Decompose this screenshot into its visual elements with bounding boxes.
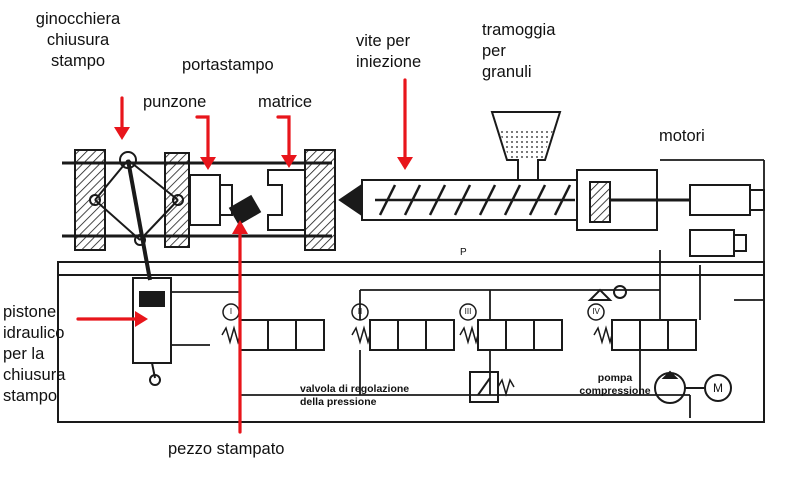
- label-valvola-line1: valvola di regolazione: [300, 383, 410, 395]
- piston: [139, 291, 165, 307]
- label-vite-line1: vite per: [356, 32, 411, 50]
- label-valvola-line2: della pressione: [300, 396, 377, 408]
- label-pistone: pistone idraulico per la chiusura stampo: [3, 302, 65, 407]
- label-ginocchiera-line1: ginocchiera: [35, 10, 121, 28]
- label-pompa-line1: pompa: [597, 372, 633, 384]
- label-pistone-line2: idraulico: [3, 324, 65, 342]
- label-pompa: pompa compressione: [575, 372, 655, 398]
- label-tramoggia: tramoggia per granuli: [482, 20, 555, 83]
- valve-III-bodies: [477, 319, 563, 351]
- arrow-matrice: [276, 115, 291, 160]
- callout-arrowheads: [114, 127, 413, 327]
- molded-piece: [228, 194, 262, 226]
- label-pistone-line1: pistone: [3, 303, 57, 321]
- toggle-linkage: [89, 151, 184, 281]
- valve-numeral-III: III: [464, 307, 472, 316]
- label-vite-line2: iniezione: [356, 53, 422, 71]
- label-motori: motori: [659, 127, 705, 145]
- screw-flights: [375, 184, 575, 216]
- label-pistone-line5: stampo: [3, 387, 58, 405]
- hydraulic-lines: [171, 159, 765, 418]
- machine-base: [57, 261, 765, 423]
- label-valvola: valvola di regolazione della pressione: [300, 383, 409, 409]
- label-pezzo-stampato: pezzo stampato: [168, 440, 285, 458]
- motor-symbol: [704, 374, 732, 402]
- valve-II-bodies: [369, 319, 455, 351]
- label-ginocchiera-line2: chiusura: [46, 31, 110, 49]
- small-p-label: P: [460, 247, 467, 258]
- label-matrice: matrice: [258, 93, 313, 111]
- punch-block: [189, 174, 221, 226]
- barrel-nozzle: [338, 183, 363, 217]
- motor-symbol-letter: M: [713, 381, 723, 395]
- label-pistone-line4: chiusura: [3, 366, 66, 384]
- callout-arrows: [76, 78, 407, 434]
- label-portastampo: portastampo: [182, 56, 274, 74]
- label-pistone-line3: per la: [3, 345, 45, 363]
- valve-I-bodies: [239, 319, 325, 351]
- fixed-platen: [304, 149, 336, 251]
- label-tramoggia-line3: granuli: [482, 63, 532, 81]
- valve-IV-bodies: [611, 319, 697, 351]
- motor-top-cap: [749, 189, 765, 211]
- valve-numeral-IV: IV: [592, 307, 600, 316]
- valve-numeral-I: I: [229, 307, 233, 316]
- label-pompa-line2: compressione: [579, 385, 651, 397]
- label-punzone: punzone: [143, 93, 207, 111]
- punch-tip: [219, 184, 233, 216]
- valve-numeral-II: II: [357, 307, 363, 316]
- die-block: [267, 169, 306, 231]
- motor-bottom: [689, 229, 735, 257]
- arrow-punzone: [195, 115, 210, 162]
- motor-top: [689, 184, 751, 216]
- label-tramoggia-line2: per: [482, 42, 506, 60]
- label-ginocchiera: ginocchiera chiusura stampo: [18, 9, 138, 72]
- valve-springs: [221, 325, 613, 345]
- label-vite: vite per iniezione: [356, 31, 421, 73]
- label-tramoggia-line1: tramoggia: [482, 21, 556, 39]
- valve-numeral-circles: [222, 303, 605, 321]
- label-ginocchiera-line3: stampo: [50, 52, 106, 70]
